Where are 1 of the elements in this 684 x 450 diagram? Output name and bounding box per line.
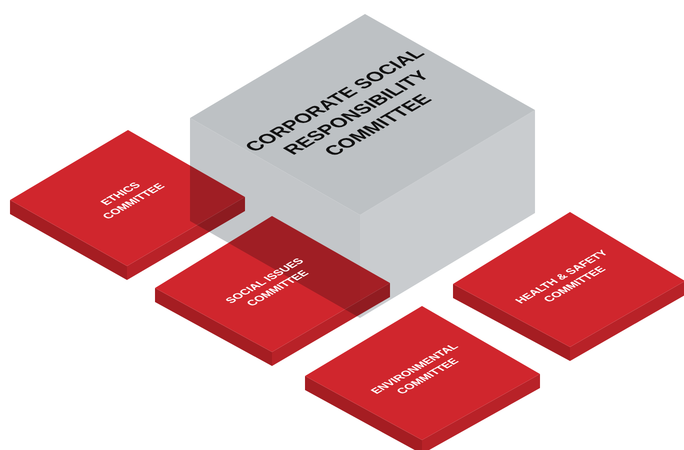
committee-tile	[305, 306, 540, 450]
